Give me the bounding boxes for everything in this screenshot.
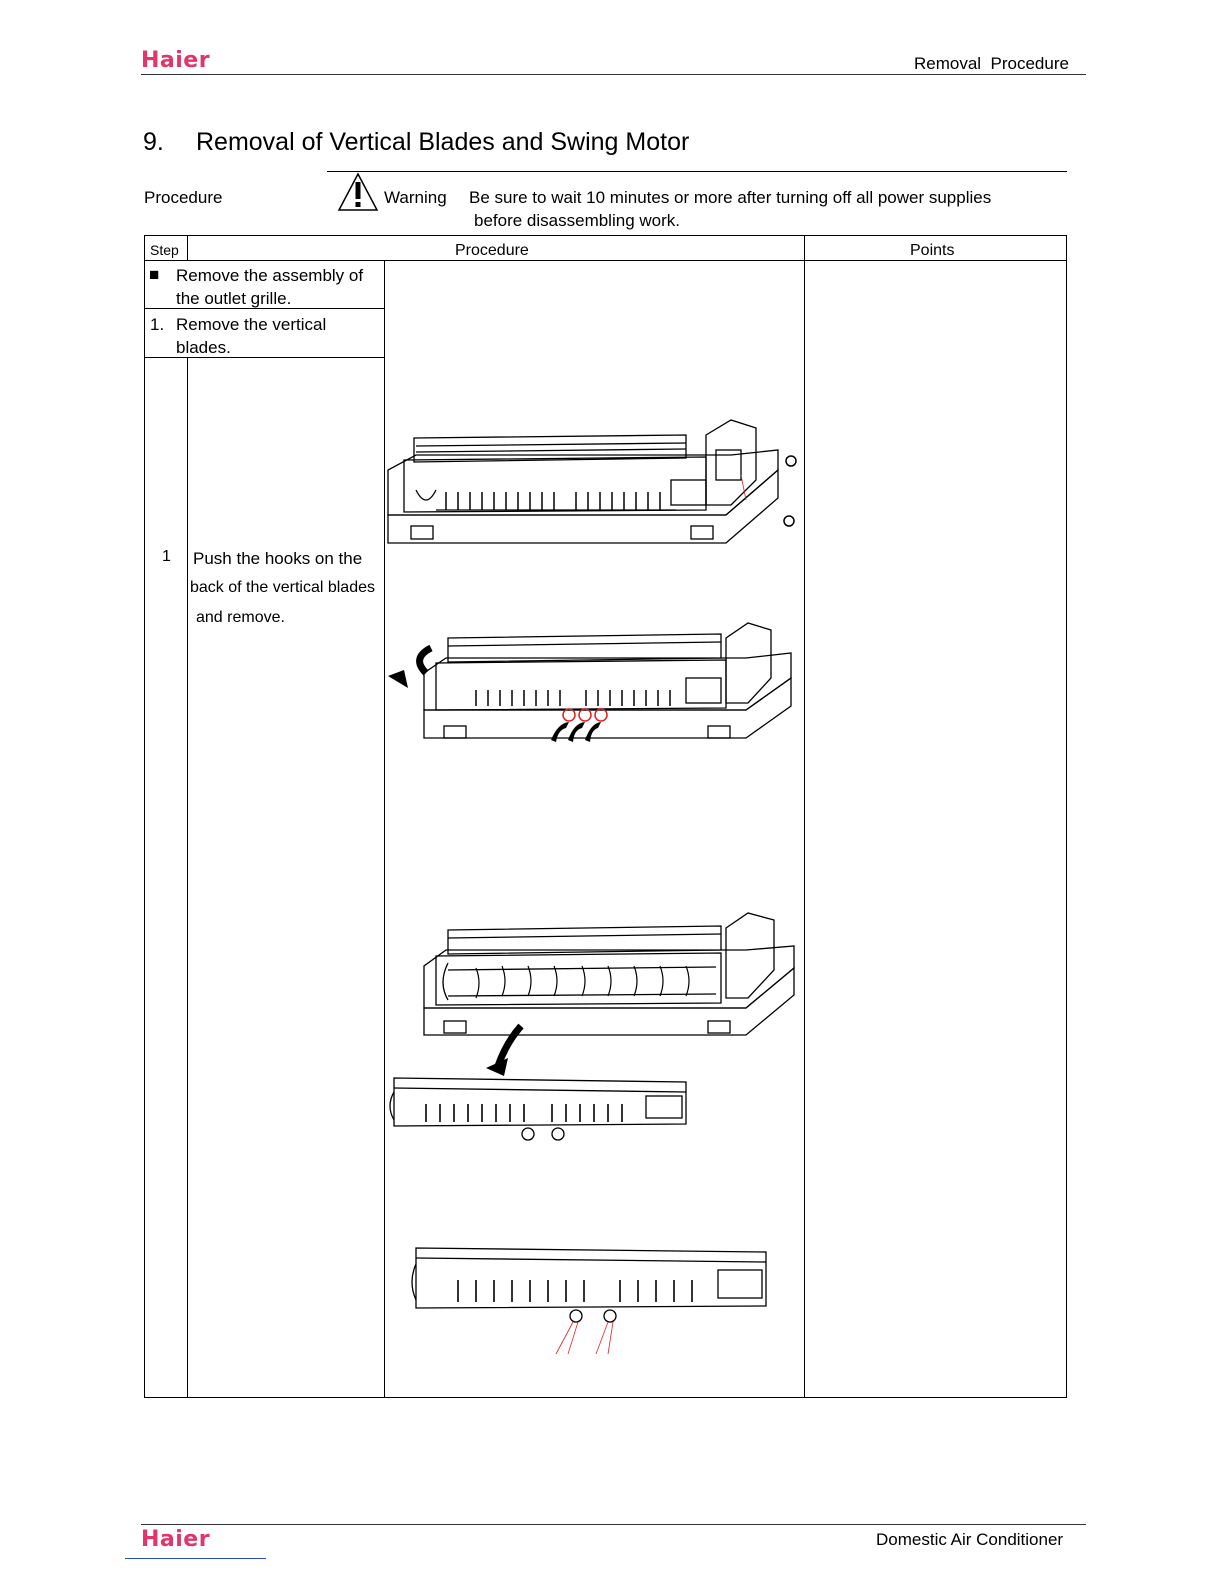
unit-illustration-2: [388, 622, 792, 742]
step-text-line3: and remove.: [196, 609, 285, 626]
row-text-line1: Remove the vertical: [176, 315, 327, 334]
row-bullet: ■: [149, 265, 160, 284]
warning-text-line2: before disassembling work.: [474, 211, 680, 230]
warning-icon: [337, 172, 379, 211]
table-header-procedure: Procedure: [455, 242, 529, 259]
footer-underline: [125, 1558, 266, 1559]
header-logo: Haier: [141, 48, 211, 73]
row-text-line2: blades.: [176, 338, 231, 357]
table-header-step: Step: [150, 242, 179, 258]
unit-illustration-1: [387, 419, 797, 544]
grille-illustration: [389, 1077, 687, 1141]
step-text-line2: back of the vertical blades: [190, 579, 375, 596]
row-text-line2: the outlet grille.: [176, 289, 292, 308]
step-text-line1: Push the hooks on the: [193, 549, 363, 568]
footer-rule: [141, 1524, 1086, 1525]
footer-text: Domestic Air Conditioner: [876, 1530, 1064, 1549]
grille-hooks-illustration: [411, 1247, 767, 1355]
header-section-title: Removal Procedure: [914, 54, 1069, 73]
step-number: 1: [162, 548, 171, 565]
title-rule: [327, 171, 1067, 172]
unit-illustration-3: [423, 912, 795, 1076]
procedure-label: Procedure: [144, 188, 223, 207]
header-rule: [141, 74, 1086, 75]
page-title: Removal of Vertical Blades and Swing Mot…: [196, 128, 690, 156]
section-number: 9.: [143, 128, 164, 156]
row-number: 1.: [150, 315, 165, 334]
footer-logo: Haier: [141, 1527, 211, 1552]
table-header-points: Points: [910, 242, 955, 259]
row-text-line1: Remove the assembly of: [176, 266, 364, 285]
warning-label: Warning: [384, 188, 447, 207]
warning-text-line1: Be sure to wait 10 minutes or more after…: [469, 188, 992, 207]
